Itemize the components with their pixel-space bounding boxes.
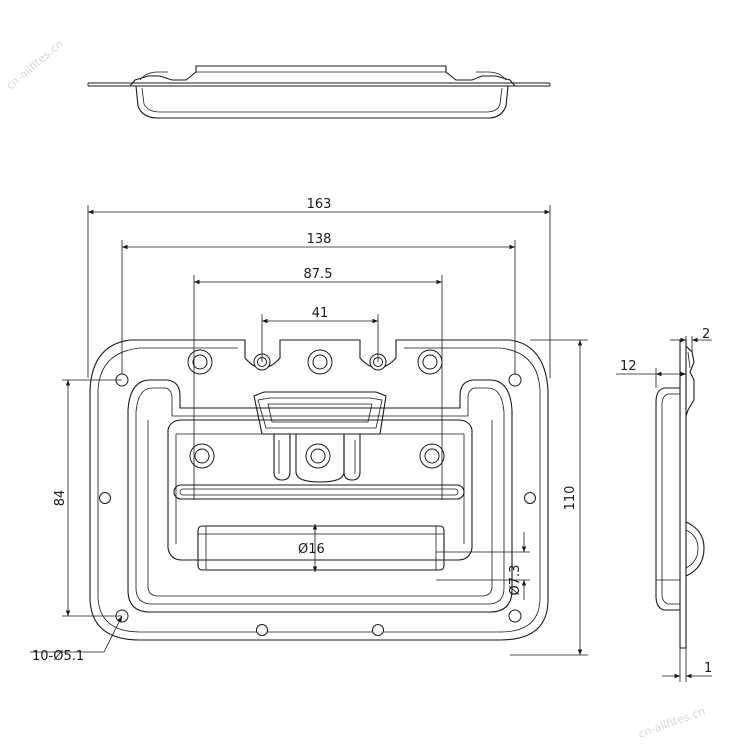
dimension-7-3: Ø7.3 (436, 532, 530, 600)
handle-grip-bar (197, 525, 445, 571)
top-holes (187, 349, 443, 375)
dim-mount-height: 84 (53, 490, 68, 507)
dim-overall-width: 163 (307, 197, 332, 212)
dimension-41: 41 (261, 306, 379, 362)
watermark-top-left: cn-ailfites.cn (4, 37, 66, 92)
dimension-87-5: 87.5 (193, 267, 443, 500)
grip-fingers (273, 434, 361, 483)
watermark-bottom-right: cn-ailfites.cn (637, 705, 707, 741)
side-view (655, 339, 705, 649)
dimension-hole-callout: 10-Ø5.1 (30, 615, 123, 664)
dim-plate-thickness: 1 (704, 661, 712, 676)
dimension-16: Ø16 (298, 524, 325, 572)
front-view (89, 339, 549, 641)
dimension-1: 1 (662, 648, 712, 682)
dimension-110: 110 (510, 339, 588, 656)
dim-side-depth: 12 (620, 359, 637, 374)
dimension-138: 138 (121, 232, 516, 374)
dim-center-span: 41 (312, 306, 329, 321)
dim-mount-span: 138 (307, 232, 332, 247)
dimension-2: 2 (670, 327, 712, 352)
dim-height: 110 (563, 486, 578, 511)
dim-inner-span: 87.5 (304, 267, 333, 282)
dim-grip-diameter: Ø16 (298, 542, 325, 557)
top-view (87, 65, 551, 119)
dimension-163: 163 (87, 197, 551, 378)
inner-holes (189, 443, 445, 469)
grip-tab (253, 391, 387, 435)
dim-side-thickness: 2 (702, 327, 710, 342)
dim-pin-diameter: Ø7.3 (508, 565, 523, 596)
dimension-12: 12 (616, 359, 687, 388)
dim-hole-spec: 10-Ø5.1 (32, 649, 84, 664)
dimension-84: 84 (53, 379, 122, 617)
